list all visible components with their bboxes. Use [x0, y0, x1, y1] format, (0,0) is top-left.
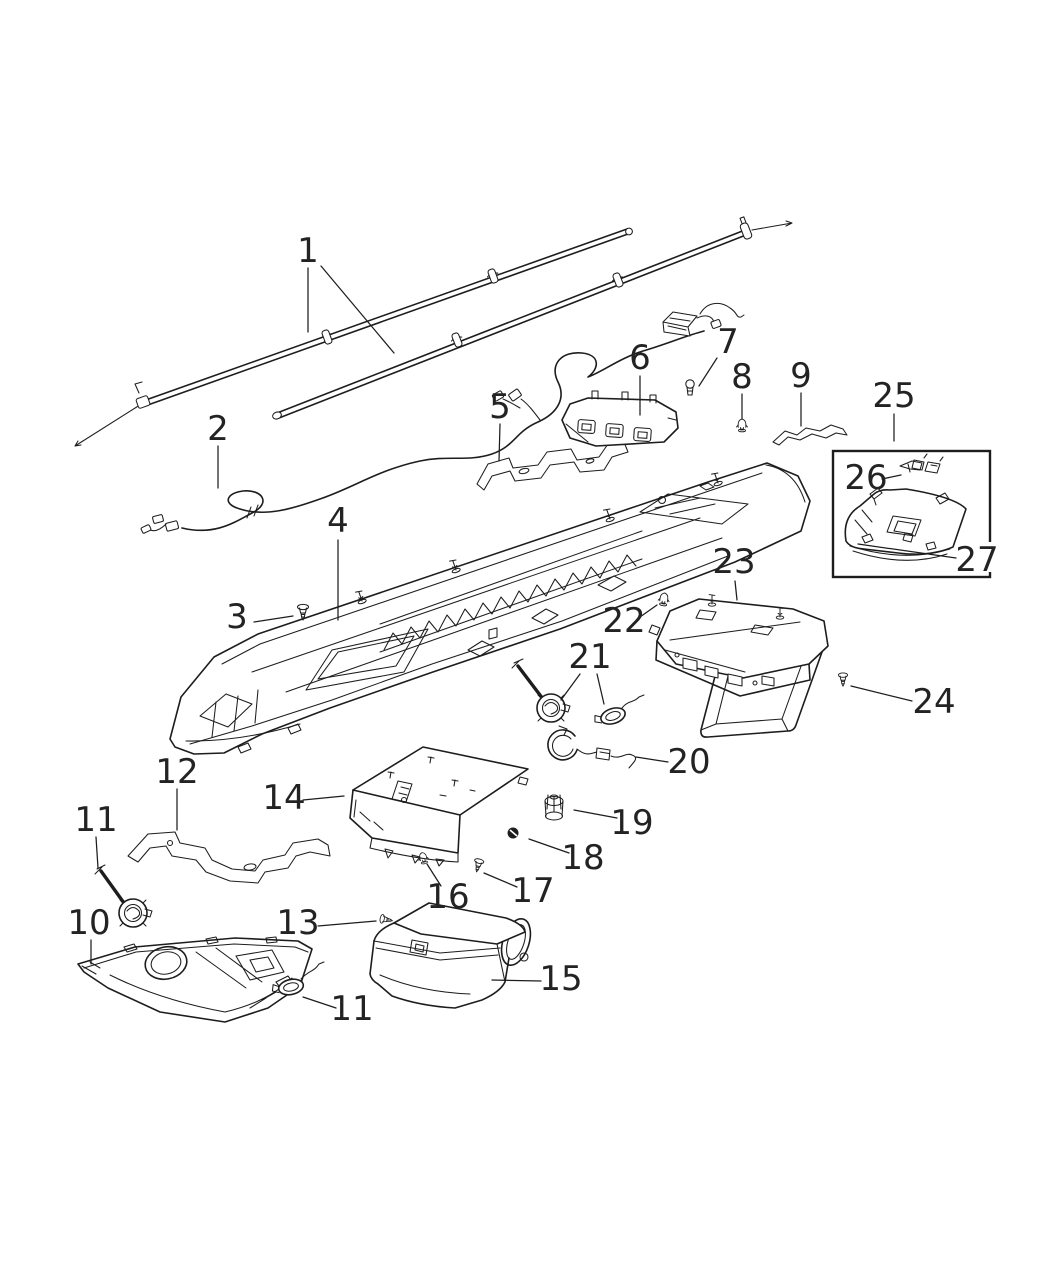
callout-26: 26 [844, 458, 887, 498]
callout-1: 1 [297, 231, 319, 271]
callout-11-socket: 11 [74, 800, 117, 840]
callout-21: 21 [568, 637, 611, 677]
part-screw-24 [837, 672, 849, 687]
part-lamp-socket-21 [511, 658, 571, 723]
part-wiring-harness [140, 302, 745, 534]
part-dvd-unit [648, 594, 829, 738]
part-lamp-ring [547, 725, 637, 769]
part-grommet [507, 827, 519, 839]
part-lamp-lens-11 [270, 961, 325, 1000]
callout-18: 18 [561, 838, 604, 878]
part-rod-lower [272, 216, 793, 420]
part-socket-19 [544, 794, 564, 821]
part-bracket-center [476, 441, 629, 491]
part-switch-pod [561, 390, 679, 447]
part-bulb [685, 379, 695, 396]
part-latch-26 [899, 453, 944, 474]
part-rod-upper [74, 227, 633, 447]
callout-2: 2 [207, 409, 229, 449]
part-bracket-front [127, 831, 331, 884]
callout-4: 4 [327, 501, 349, 541]
part-bin-door [369, 902, 532, 1009]
part-storage-bin [349, 746, 529, 867]
callout-14: 14 [262, 778, 305, 818]
callout-27: 27 [955, 540, 998, 580]
part-screw-17 [471, 857, 485, 874]
callout-labels: 1 2 3 4 5 6 7 8 9 10 11 11 12 13 14 15 1… [67, 231, 998, 1029]
part-clip-8 [736, 418, 748, 433]
callout-6: 6 [629, 338, 651, 378]
callout-20: 20 [667, 742, 710, 782]
part-front-trim [77, 936, 313, 1023]
callout-17: 17 [511, 871, 554, 911]
callout-13: 13 [276, 903, 319, 943]
callout-11-lens: 11 [330, 989, 373, 1029]
kit-box-25 [831, 449, 997, 579]
callout-25: 25 [872, 376, 915, 416]
callout-5: 5 [489, 387, 511, 427]
callout-15: 15 [539, 959, 582, 999]
callout-3: 3 [226, 597, 248, 637]
callout-7: 7 [717, 322, 739, 362]
callout-19: 19 [610, 803, 653, 843]
callout-9: 9 [790, 356, 812, 396]
part-bracket-small [772, 424, 848, 446]
callout-24: 24 [912, 682, 955, 722]
part-panel-27 [844, 487, 967, 561]
part-lamp-lens-21 [591, 694, 645, 730]
leader-lines [90, 265, 957, 1009]
part-console-panel [169, 462, 811, 755]
callout-16: 16 [426, 877, 469, 917]
callout-10: 10 [67, 903, 110, 943]
callout-23: 23 [712, 542, 755, 582]
part-clip-22 [656, 591, 671, 607]
callout-8: 8 [731, 357, 753, 397]
callout-12: 12 [155, 752, 198, 792]
callout-22: 22 [602, 601, 645, 641]
